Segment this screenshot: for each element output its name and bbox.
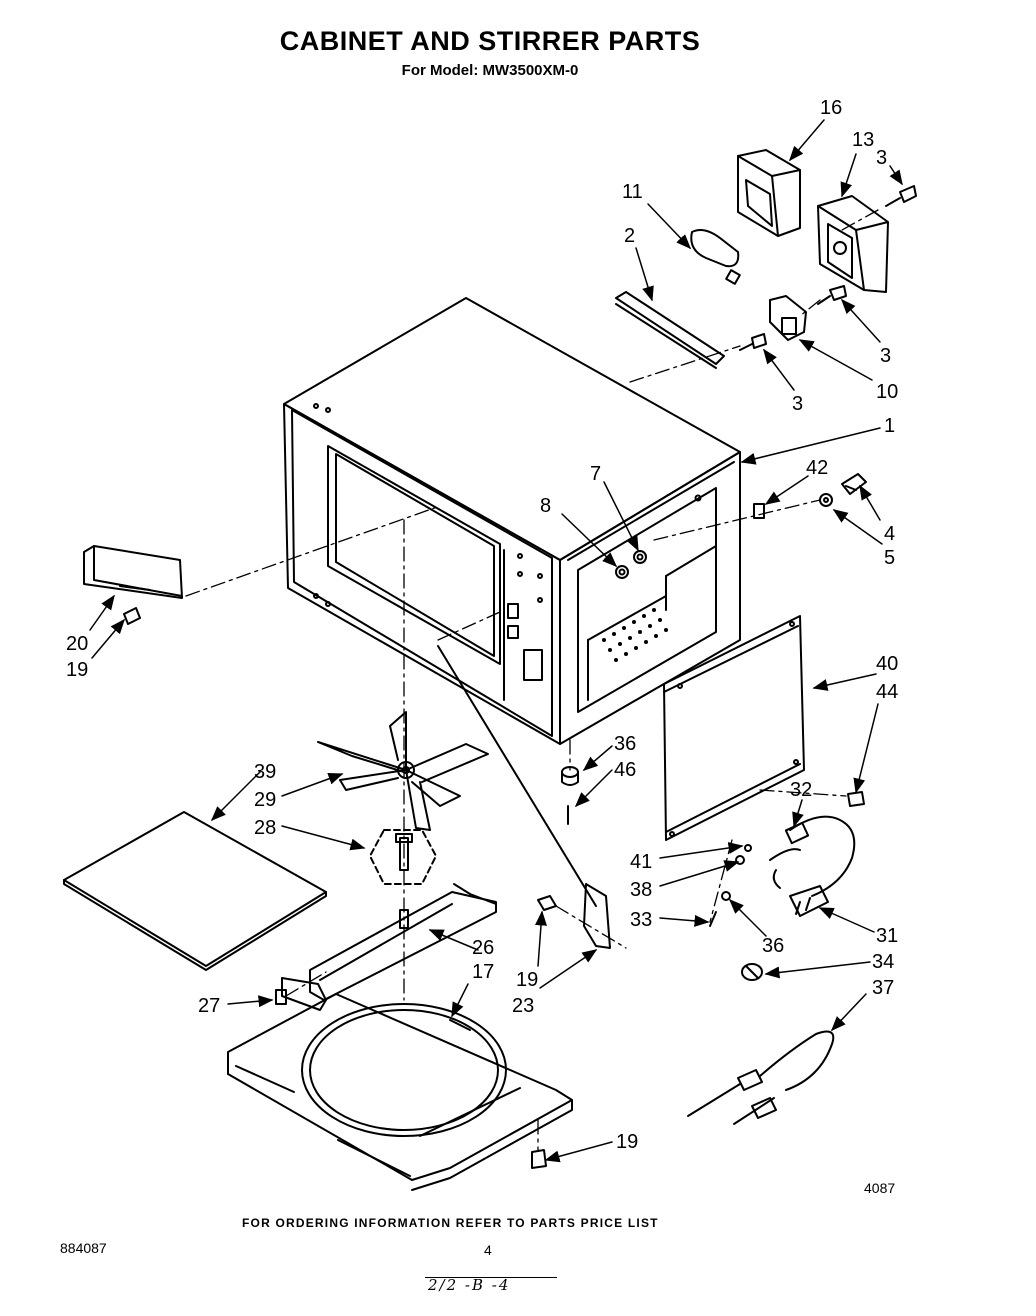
callout-16: 16 <box>820 97 842 119</box>
part-17-base-plate <box>227 993 573 1191</box>
callout-38: 36 <box>614 733 636 755</box>
screw-3-b <box>817 285 847 305</box>
part-11-fuse <box>690 229 741 285</box>
handwritten-note: 2/2 -B -4 <box>428 1276 511 1294</box>
ordering-note: FOR ORDERING INFORMATION REFER TO PARTS … <box>242 1216 659 1230</box>
callout-3-low: 3 <box>792 393 803 415</box>
callout-32: 32 <box>790 779 812 801</box>
callout-23: 23 <box>512 995 534 1017</box>
screw-19-left <box>123 607 141 625</box>
part-26-rail <box>309 883 497 1001</box>
callout-46: 46 <box>614 759 636 781</box>
part-40-sheet <box>63 811 327 971</box>
callout-19-left: 19 <box>66 659 88 681</box>
part-13-bracket <box>817 195 889 293</box>
callout-29: 29 <box>254 789 276 811</box>
nut-8 <box>615 565 629 579</box>
screw-19-right <box>537 895 557 911</box>
figure-number: 4087 <box>864 1180 896 1196</box>
model-subtitle: For Model: MW3500XM-0 <box>401 62 579 79</box>
part-5-washer <box>819 493 833 507</box>
callout-44: 42 <box>806 457 828 479</box>
callout-1: 1 <box>884 415 895 437</box>
part-20-panel <box>83 545 183 599</box>
part-16-shield-box <box>737 149 801 237</box>
part-41-back-panel <box>663 615 805 841</box>
callout-19-mid: 19 <box>516 969 538 991</box>
part-37-probe <box>687 1030 835 1125</box>
part-31-power-cord <box>769 815 856 917</box>
callout-27: 27 <box>198 995 220 1017</box>
screw-3-c <box>739 333 767 351</box>
callout-10: 10 <box>876 381 898 403</box>
callout-36: 36 <box>762 935 784 957</box>
callout-11: 11 <box>622 181 643 203</box>
screw-19-bottom <box>531 1149 547 1169</box>
part-10-switch <box>769 295 807 341</box>
callout-5: 5 <box>884 547 895 569</box>
page-number: 4 <box>484 1242 492 1258</box>
callout-4: 4 <box>884 523 895 545</box>
part-28-shaft <box>369 829 437 885</box>
callout-3-top: 3 <box>876 147 887 169</box>
callout-3-mid: 3 <box>880 345 891 367</box>
callout-13: 13 <box>852 129 874 151</box>
screw-3-a <box>885 185 917 207</box>
callout-17: 17 <box>472 961 494 983</box>
callout-7: 7 <box>590 463 601 485</box>
callout-26: 26 <box>472 937 494 959</box>
cabinet-shell <box>283 297 741 745</box>
callout-31: 31 <box>876 925 898 947</box>
callout-34: 34 <box>872 951 894 973</box>
part-32-strain-relief <box>784 821 810 845</box>
callout-42: 41 <box>630 851 652 873</box>
callout-20: 20 <box>66 633 88 655</box>
nut-7 <box>633 550 647 564</box>
part-44-clip <box>753 503 765 519</box>
page-code: 884087 <box>60 1240 107 1256</box>
callout-40: 39 <box>254 761 276 783</box>
callout-8: 8 <box>540 495 551 517</box>
callout-37: 37 <box>872 977 894 999</box>
part-38-foot <box>561 766 579 786</box>
part-34-cap <box>741 963 763 981</box>
part-4-screw <box>841 473 867 495</box>
part-29-stirrer-blade <box>317 711 489 831</box>
callout-labels: 16 13 3 11 2 3 10 3 1 42 4 5 7 8 20 19 4… <box>66 97 898 1153</box>
small-hardware-39-42-33-36 <box>709 844 752 927</box>
part-2-hinge-bar <box>615 291 725 369</box>
callout-19-bottom: 19 <box>616 1131 638 1153</box>
part-27-clip <box>275 977 327 1011</box>
callout-leader-lines <box>89 119 903 1163</box>
handwritten-underline <box>425 1277 557 1278</box>
callout-41: 40 <box>876 653 898 675</box>
screw-43 <box>847 791 865 807</box>
callout-39: 38 <box>630 879 652 901</box>
page-title: CABINET AND STIRRER PARTS <box>279 26 701 56</box>
part-23-bracket <box>437 645 611 949</box>
cabinet-vent-holes <box>602 608 668 662</box>
callout-2: 2 <box>624 225 635 247</box>
callout-33: 33 <box>630 909 652 931</box>
callout-28: 28 <box>254 817 276 839</box>
callout-43: 44 <box>876 681 898 703</box>
